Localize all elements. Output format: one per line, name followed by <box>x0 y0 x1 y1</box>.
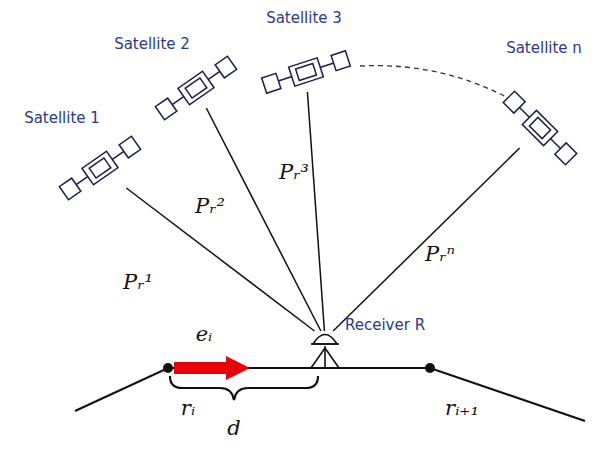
satellite-label: Satellite 3 <box>266 9 342 27</box>
pseudorange-line <box>126 188 314 331</box>
satellite-icon <box>512 108 568 148</box>
satellite-icon <box>278 52 334 92</box>
pseudorange-label: Pᵣⁿ <box>425 242 455 266</box>
satellite-icon <box>168 68 224 108</box>
receiver-label: Receiver R <box>345 316 425 334</box>
receiver-icon <box>311 331 339 347</box>
satellite: Satellite 1 <box>72 148 128 188</box>
math-label: rᵢ₊₁ <box>445 396 479 420</box>
pseudorange-line <box>307 92 324 331</box>
direction-arrow <box>174 356 250 380</box>
satellite-icon <box>72 148 128 188</box>
satellite: Satellite n <box>512 108 568 148</box>
math-label: d <box>227 416 240 440</box>
pseudorange-label: Pᵣ² <box>195 194 225 218</box>
satellite: Satellite 2 <box>168 68 224 108</box>
satellite: Satellite 3 <box>278 52 334 92</box>
road-line <box>75 368 585 421</box>
receiver-tripod <box>311 346 339 368</box>
pseudorange-line <box>206 108 321 331</box>
satellite-label: Satellite n <box>506 39 582 57</box>
pseudorange-line <box>333 148 519 331</box>
road-point <box>425 363 435 373</box>
math-label: rᵢ <box>181 396 195 420</box>
satellite-label: Satellite 1 <box>24 109 100 127</box>
satellite-label: Satellite 2 <box>114 35 190 53</box>
pseudorange-label: Pᵣ³ <box>279 160 309 184</box>
pseudorange-label: Pᵣ¹ <box>123 270 153 294</box>
math-label: eᵢ <box>196 322 213 346</box>
dashed-arc <box>360 66 508 98</box>
gps-receiver: Receiver R <box>311 331 339 347</box>
road-point <box>163 363 173 373</box>
